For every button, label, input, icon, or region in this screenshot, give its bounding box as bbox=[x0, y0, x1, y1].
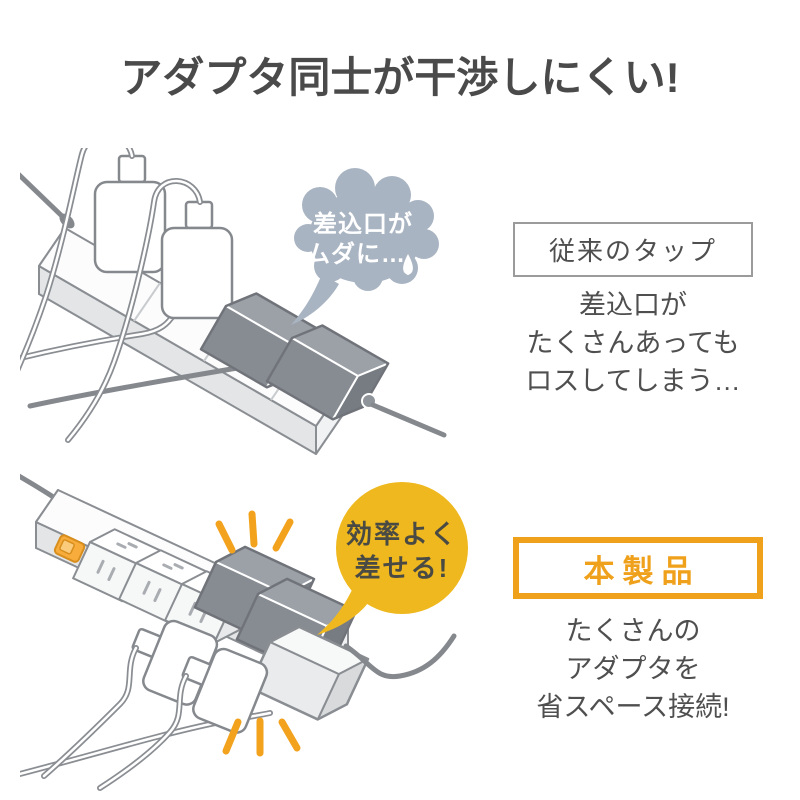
round-speech-bubble bbox=[317, 482, 468, 635]
product-desc-line1: たくさんの bbox=[565, 616, 701, 646]
white-ac-adapter-2 bbox=[160, 200, 234, 320]
dark-adapter-cord bbox=[343, 633, 457, 680]
conventional-label: 従来のタップ bbox=[548, 236, 717, 266]
product-bubble-line2: 差せる! bbox=[355, 553, 450, 583]
product-strip-illustration: 効率よく 差せる! bbox=[20, 473, 468, 791]
burst-lines-bottom bbox=[222, 717, 301, 757]
conventional-desc-line1: 差込口が bbox=[579, 290, 687, 320]
product-description: たくさんの アダプタを 省スペース接続! bbox=[490, 612, 776, 726]
product-label-box: 本製品 bbox=[513, 537, 763, 599]
cloud-bubble-line1: 差込口が bbox=[313, 210, 413, 238]
conventional-desc-line3: ロスしてしまう… bbox=[525, 366, 741, 396]
product-label: 本製品 bbox=[583, 553, 701, 589]
conventional-desc-line2: たくさんあっても bbox=[526, 328, 740, 358]
burst-lines-top bbox=[215, 510, 294, 554]
product-bubble-line1: 効率よく bbox=[346, 519, 458, 549]
dc-cord bbox=[370, 402, 447, 438]
conventional-description: 差込口が たくさんあっても ロスしてしまう… bbox=[495, 286, 771, 400]
product-desc-line2: アダプタを bbox=[565, 654, 701, 684]
headline: アダプタ同士が干渉しにくい! bbox=[120, 54, 680, 101]
water-drop-icon bbox=[403, 254, 413, 275]
inlet-power-cord bbox=[20, 172, 67, 221]
product-desc-line3: 省スペース接続! bbox=[536, 692, 730, 722]
conventional-label-box: 従来のタップ bbox=[513, 222, 753, 277]
cloud-bubble-line2: ムダに… bbox=[306, 240, 406, 268]
conventional-strip-illustration: 差込口が ムダに… bbox=[20, 148, 447, 455]
power-switch bbox=[53, 534, 86, 563]
